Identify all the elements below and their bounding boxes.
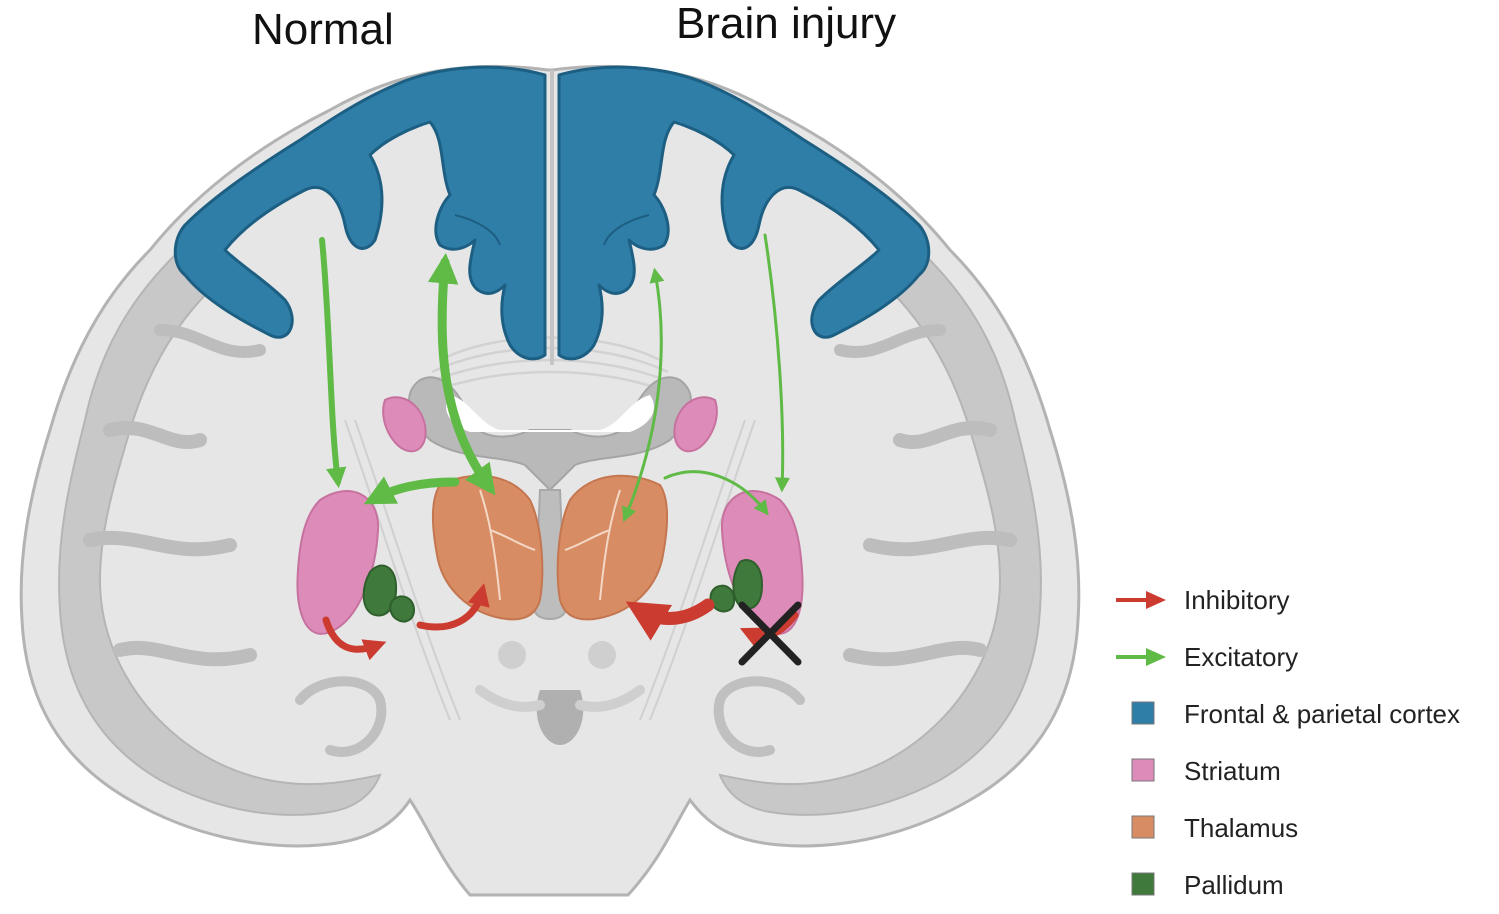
right-thalamus-to-striatum-arrow bbox=[663, 470, 769, 516]
substantia-left bbox=[475, 685, 545, 712]
legend-label: Pallidum bbox=[1184, 870, 1284, 900]
legend-item-inhibitory: Inhibitory bbox=[1116, 585, 1290, 615]
caudate-left bbox=[382, 396, 427, 453]
legend-swatch bbox=[1131, 815, 1155, 839]
sulcus-left-3 bbox=[113, 640, 257, 667]
thalamus-left-lines bbox=[479, 489, 536, 601]
thalamus-right-lines bbox=[564, 489, 621, 601]
left-striatum-to-pallidum-arrow bbox=[322, 616, 387, 661]
nucleus-left bbox=[498, 641, 526, 669]
sulcus-right-2 bbox=[863, 530, 1017, 557]
right-cortex-to-striatum-arrow bbox=[763, 233, 790, 493]
sulcus-left-4 bbox=[154, 324, 266, 358]
legend-swatch bbox=[1131, 872, 1155, 896]
sulcus-right-3 bbox=[843, 640, 987, 667]
cortex-left-fold bbox=[454, 214, 501, 246]
pallidum bbox=[362, 559, 764, 623]
caudate-right bbox=[673, 396, 718, 453]
legend-label: Thalamus bbox=[1184, 813, 1298, 843]
cortex-right-fold bbox=[603, 214, 650, 246]
left-pallidum-to-thalamus-arrow bbox=[416, 583, 490, 631]
pallidum-right-large bbox=[732, 559, 764, 610]
left-thalamus-to-striatum-arrow bbox=[363, 476, 460, 505]
striatum bbox=[296, 396, 804, 635]
legend-item-pallidum: Pallidum bbox=[1131, 870, 1284, 900]
legend-item-frontal-parietal-cortex: Frontal & parietal cortex bbox=[1131, 699, 1460, 729]
gray-matter-right bbox=[718, 253, 1042, 816]
legend-item-thalamus: Thalamus bbox=[1131, 813, 1298, 843]
hippocampus-right bbox=[713, 676, 805, 757]
legend-arrow-head-icon bbox=[1146, 591, 1166, 609]
legend-swatch bbox=[1131, 758, 1155, 782]
sulcus-left-2 bbox=[83, 530, 237, 557]
legend-label: Frontal & parietal cortex bbox=[1184, 699, 1460, 729]
left-cortex-thalamus-bidirectional-arrow bbox=[427, 252, 496, 496]
excitatory-pathways bbox=[319, 233, 790, 523]
legend-item-striatum: Striatum bbox=[1131, 756, 1281, 786]
gray-matter-left bbox=[58, 253, 382, 816]
sulcus-left-1 bbox=[103, 421, 207, 449]
right-pallidum-to-thalamus-arrow bbox=[625, 598, 715, 641]
left-cortex-to-striatum-arrow bbox=[319, 237, 347, 489]
internal-capsule bbox=[344, 419, 756, 721]
legend-label: Inhibitory bbox=[1184, 585, 1290, 615]
brain-coronal-section bbox=[19, 64, 1081, 897]
sulcus-right-4 bbox=[834, 324, 946, 358]
legend-item-excitatory: Excitatory bbox=[1116, 642, 1298, 672]
disruption-x-mark bbox=[738, 601, 802, 666]
thalamus-left bbox=[432, 474, 544, 621]
legend-label: Excitatory bbox=[1184, 642, 1298, 672]
sulcus-right-1 bbox=[893, 421, 997, 449]
nucleus-right bbox=[588, 641, 616, 669]
brainstem bbox=[536, 690, 584, 745]
pallidum-left-small bbox=[389, 595, 416, 623]
legend-label: Striatum bbox=[1184, 756, 1281, 786]
legend-arrow-head-icon bbox=[1146, 648, 1166, 666]
title-brain-injury: Brain injury bbox=[676, 0, 896, 48]
pallidum-right-small bbox=[709, 584, 736, 613]
legend-swatch bbox=[1131, 701, 1155, 725]
substantia-right bbox=[575, 685, 645, 712]
right-cortex-thalamus-bidirectional-arrow bbox=[622, 267, 665, 523]
hippocampus-left bbox=[295, 676, 387, 757]
title-normal: Normal bbox=[252, 5, 394, 54]
